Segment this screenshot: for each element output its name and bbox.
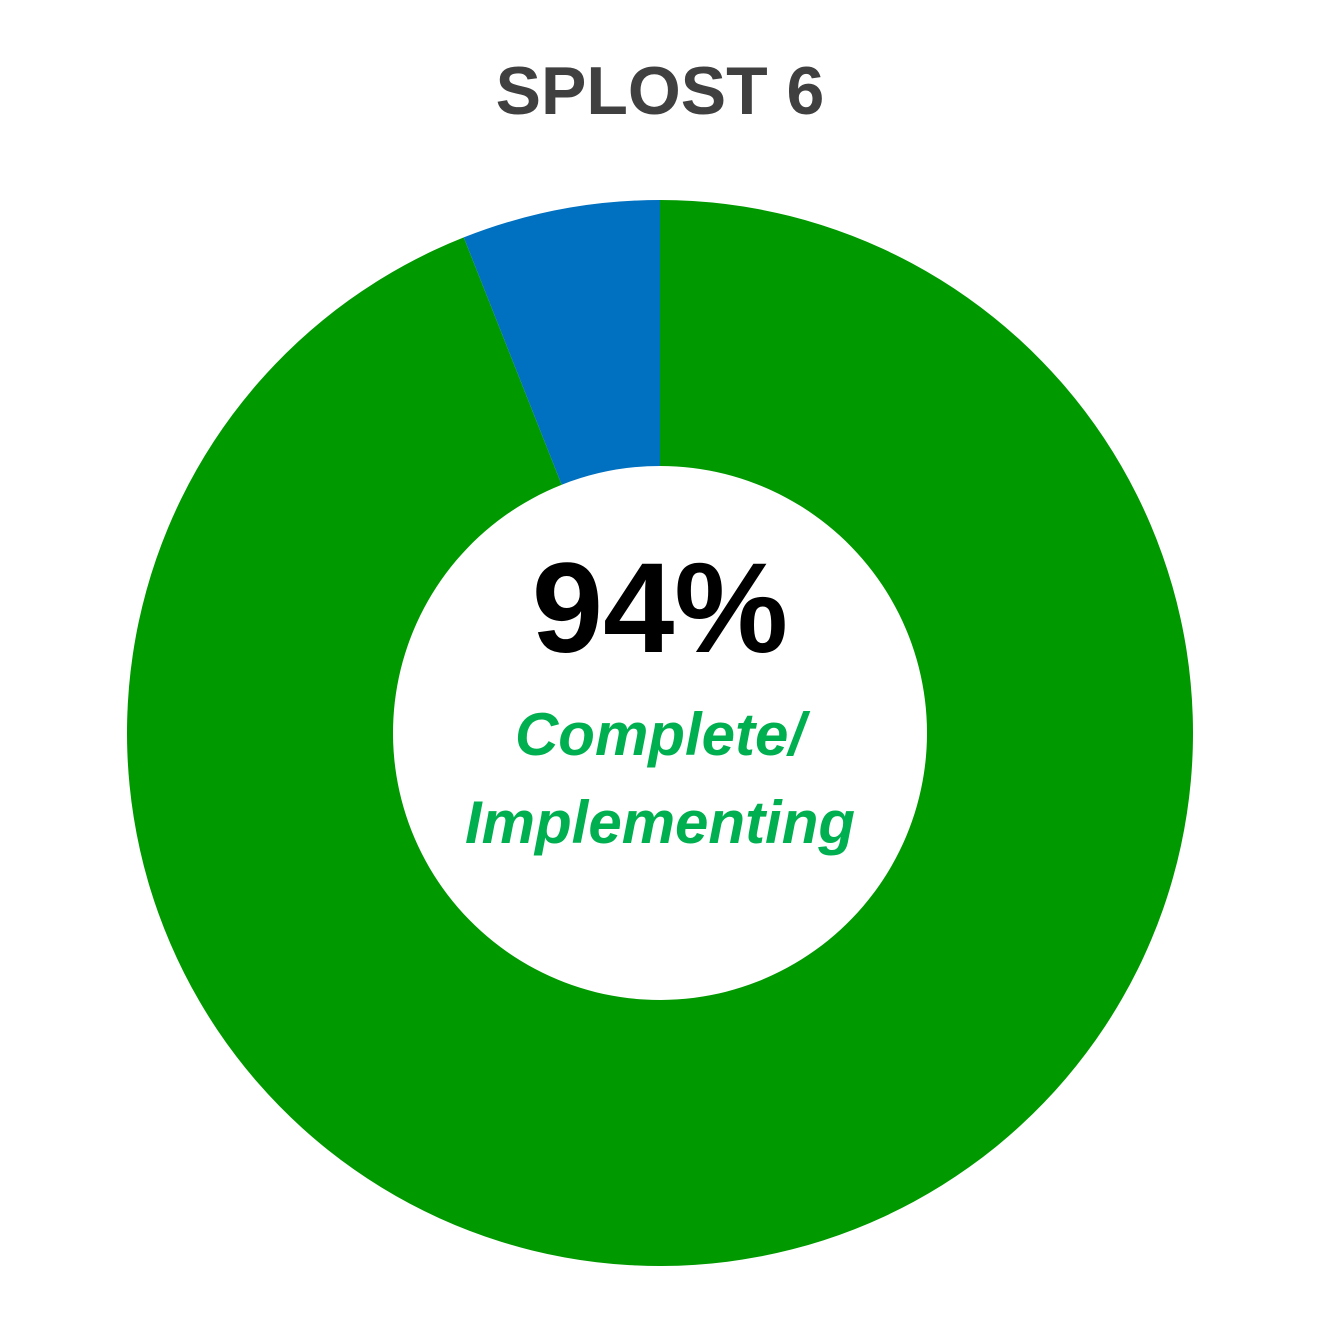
- donut-slice-1: [463, 200, 660, 485]
- center-label-line-2: Implementing: [464, 789, 856, 856]
- chart-title: SPLOST 6: [495, 53, 825, 129]
- center-value: 94%: [531, 537, 789, 680]
- donut-slice-0: [127, 200, 1193, 1266]
- center-label-line-1: Complete/: [514, 701, 806, 768]
